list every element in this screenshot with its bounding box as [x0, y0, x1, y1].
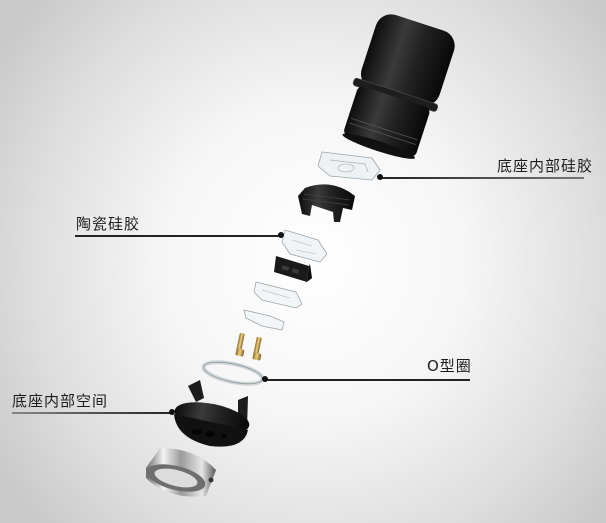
callout-label-base-inner-space: 底座内部空间	[12, 392, 109, 410]
black-sleeve	[298, 184, 355, 222]
callout-label-inner-base-silicone: 底座内部硅胶	[497, 157, 594, 175]
leader-line-o-ring	[265, 379, 470, 381]
clear-holder	[253, 281, 303, 309]
gold-pins	[235, 332, 262, 361]
black-pod-cap	[342, 14, 455, 159]
callout-dot-base-inner-space	[169, 409, 175, 415]
callout-dot-ceramic-silicone	[278, 232, 284, 238]
callout-label-ceramic-silicone: 陶瓷硅胶	[76, 215, 141, 233]
clear-plate	[243, 309, 285, 331]
leader-line-ceramic-silicone	[75, 235, 280, 237]
callout-dot-o-ring	[262, 376, 268, 382]
metal-ring	[146, 448, 216, 497]
o-ring	[201, 360, 265, 386]
callout-label-o-ring: O型圈	[427, 357, 472, 375]
black-ceramic-block	[274, 256, 312, 282]
leader-line-base-inner-space	[12, 412, 172, 414]
clear-silicone-seal	[317, 151, 381, 181]
leader-line-inner-base-silicone	[380, 177, 584, 179]
callout-dot-inner-base-silicone	[377, 174, 383, 180]
black-base	[174, 380, 250, 447]
clear-ceramic-silicone	[281, 229, 328, 263]
